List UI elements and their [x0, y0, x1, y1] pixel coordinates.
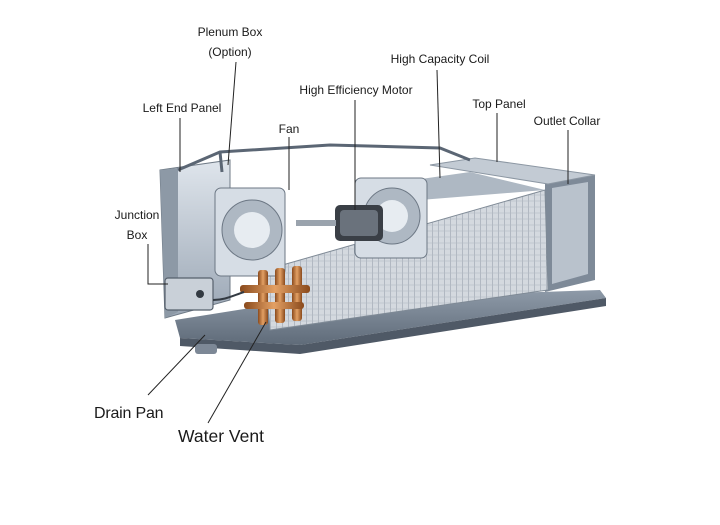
label-left-end-panel: Left End Panel: [142, 101, 222, 115]
leader-high-capacity-coil: [436, 69, 441, 179]
label-junction-box: Junction Box: [111, 208, 163, 243]
drain-outlet: [195, 344, 217, 354]
outlet-collar-shape: [545, 175, 595, 292]
leader-lines: [147, 61, 569, 424]
leader-plenum-box: [227, 61, 237, 166]
label-plenum-box: Plenum Box (Option): [190, 25, 270, 60]
label-junction-box-line2: Box: [126, 228, 148, 242]
top-panel-shape: [429, 157, 596, 185]
label-plenum-box-line2: (Option): [208, 45, 252, 59]
label-outlet-collar: Outlet Collar: [533, 114, 601, 128]
label-top-panel: Top Panel: [472, 97, 526, 111]
leader-drain-pan: [147, 334, 206, 396]
label-high-efficiency-motor: High Efficiency Motor: [299, 83, 413, 97]
label-high-capacity-coil: High Capacity Coil: [390, 52, 490, 66]
junction-box-shape: [164, 277, 245, 311]
motor-shape: [296, 205, 383, 241]
copper-header-shape: [240, 266, 310, 325]
label-junction-box-line1: Junction: [114, 208, 160, 222]
label-plenum-box-line1: Plenum Box: [197, 25, 263, 39]
label-water-vent: Water Vent: [178, 426, 264, 446]
plenum-box-outline: [177, 143, 471, 173]
label-fan: Fan: [278, 122, 300, 136]
label-drain-pan: Drain Pan: [94, 405, 164, 422]
leader-water-vent: [207, 321, 267, 424]
fan-shape: [214, 177, 428, 277]
leader-junction-box: [147, 244, 168, 285]
